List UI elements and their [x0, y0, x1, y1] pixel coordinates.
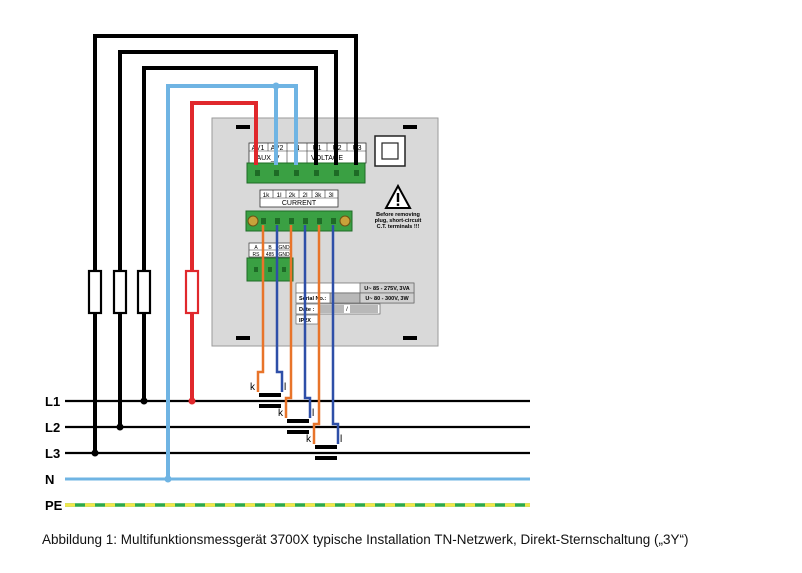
junction-n: [164, 475, 172, 483]
wire-ct1-l: [275, 225, 284, 392]
wire-ct3-l: [331, 225, 340, 444]
junction-l3: [91, 449, 99, 457]
rating-label: U~ 85 - 275V, 3VA U~ 80 - 300V, 3W Seria…: [295, 282, 415, 325]
current-block-screw-right: [339, 215, 351, 227]
mounting-slot: [403, 336, 417, 340]
fuse-l1: [136, 269, 152, 315]
aux-voltage-label: AUX_V: [257, 155, 280, 162]
ct2-core-bottom: [287, 430, 309, 434]
ct2-k-label: k: [278, 408, 284, 419]
terminal-label-3l: 3l: [328, 192, 334, 199]
voltage-label: VOLTAGE: [311, 155, 343, 162]
ct1-core-top: [259, 393, 281, 397]
current-terminal-block: [245, 210, 353, 232]
fuse-l2: [112, 269, 128, 315]
junction-l1: [140, 397, 148, 405]
line-label-l1: L1: [45, 394, 60, 409]
voltage-terminal-block: [246, 162, 366, 184]
line-label-pe: PE: [45, 498, 63, 513]
voltage-terminal-labels: AV1 AV2 N U1 U2 U3 AUX_V VOLTAGE: [248, 142, 367, 164]
warning-text-line-2: plug, short-circuit: [375, 218, 422, 224]
wire-ct2-l: [303, 225, 312, 418]
ct3-l-label: l: [340, 434, 342, 445]
current-block-screw-left: [247, 215, 259, 227]
ct2-core-top: [287, 419, 309, 423]
junction-n-av2: [272, 82, 280, 90]
ct1-l-label: l: [284, 382, 286, 393]
wire-n-to-n: [166, 84, 298, 479]
wire-l1-to-u1: [142, 66, 318, 401]
spec-line-1: U~ 85 - 275V, 3VA: [364, 286, 409, 292]
wire-l1-to-av1: [190, 101, 258, 401]
rs485-label-gnd2: GND: [278, 252, 290, 258]
rs485-label-gnd: GND: [278, 245, 290, 251]
wiring-diagram: AV1 AV2 N U1 U2 U3 AUX_V VOLTAGE 1k 1l 2…: [45, 34, 530, 513]
terminal-label-2k: 2k: [289, 192, 297, 199]
ct3-core-top: [315, 445, 337, 449]
junction-l2: [116, 423, 124, 431]
line-label-l2: L2: [45, 420, 60, 435]
display-window: [374, 135, 406, 167]
warning-text-line-1: Before removing: [376, 212, 420, 218]
warning-icon: [384, 183, 412, 209]
line-label-l3: L3: [45, 446, 60, 461]
current-label: CURRENT: [282, 200, 317, 207]
junction-aux: [188, 397, 196, 405]
mounting-slot: [236, 125, 250, 129]
rs485-terminal-screws: [254, 267, 286, 272]
spec-line-2: U~ 80 - 300V, 3W: [365, 296, 409, 302]
ct2-l-label: l: [312, 408, 314, 419]
current-terminal-screws: [261, 218, 336, 224]
terminal-label-3k: 3k: [315, 192, 323, 199]
rs485-label-rs: RS: [253, 252, 261, 258]
wire-ct2-k: [284, 225, 293, 418]
date-label: Date :: [299, 307, 314, 313]
ct3-core-bottom: [315, 456, 337, 460]
ct1-core-bottom: [259, 404, 281, 408]
display-window-inner: [381, 142, 399, 160]
rs485-terminal-labels: A B GND RS 485 GND: [248, 242, 292, 258]
fuse-l3: [87, 269, 103, 315]
serial-label: Serial No.:: [299, 296, 326, 302]
terminal-label-av1: AV1: [252, 145, 265, 152]
terminal-label-2l: 2l: [302, 192, 308, 199]
wire-l3-to-u3: [93, 34, 358, 453]
rs485-label-b: B: [268, 245, 272, 251]
mounting-slot: [236, 336, 250, 340]
line-label-n: N: [45, 472, 54, 487]
wire-ct1-k: [256, 225, 265, 392]
wire-ct3-k: [312, 225, 321, 444]
date-separator: /: [346, 307, 348, 313]
warning-text-line-3: C.T. terminals !!!: [377, 224, 420, 230]
terminal-label-1k: 1k: [263, 192, 271, 199]
voltage-terminal-screws: [255, 170, 359, 176]
terminal-label-1l: 1l: [276, 192, 282, 199]
current-terminal-labels: 1k 1l 2k 2l 3k 3l CURRENT: [259, 189, 339, 208]
figure-caption: Abbildung 1: Multifunktionsmessgerät 370…: [42, 532, 689, 547]
ct3-k-label: k: [306, 434, 312, 445]
mounting-slot: [403, 125, 417, 129]
ct1-k-label: k: [250, 382, 256, 393]
rs485-label-a: A: [254, 245, 258, 251]
rs485-label-485: 485: [266, 252, 275, 258]
fuse-aux: [184, 269, 200, 315]
wire-l2-to-u2: [118, 50, 338, 427]
